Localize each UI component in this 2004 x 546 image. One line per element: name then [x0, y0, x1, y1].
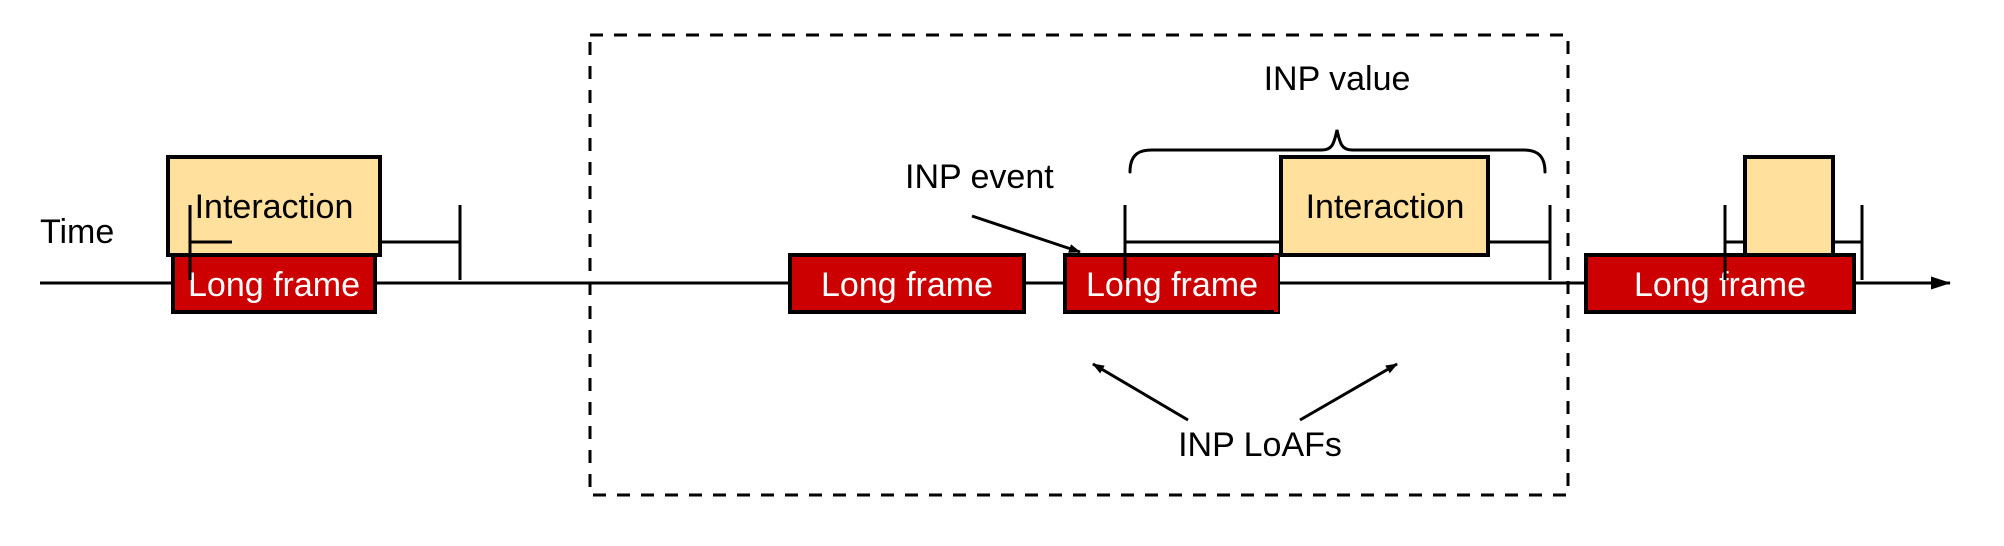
inp-event-annotation: INP event — [905, 158, 1081, 254]
interaction-box-2[interactable] — [1279, 155, 1490, 257]
inp-loafs-arrow-right — [1299, 362, 1398, 422]
inp-value-annotation: INP value — [1128, 60, 1547, 174]
frame-group-1: Long frame Interaction — [166, 155, 462, 314]
inp-value-label: INP value — [1264, 60, 1411, 98]
long-frame-box-3-extension — [1274, 255, 1278, 312]
interaction-bracket-3 — [1723, 205, 1864, 280]
frame-group-2: Long frame — [788, 253, 1026, 314]
long-frame-box-2[interactable] — [788, 253, 1026, 314]
long-frame-box-4[interactable] — [1584, 253, 1856, 314]
interaction-box-1[interactable] — [166, 155, 382, 257]
inp-loafs-label: INP LoAFs — [1178, 426, 1342, 464]
long-frame-label-3: Long frame — [1086, 266, 1258, 304]
inp-event-arrow — [971, 214, 1081, 254]
inp-loafs-arrow-left — [1092, 362, 1189, 422]
long-frame-box-1[interactable] — [171, 253, 377, 314]
long-frame-label-1: Long frame — [188, 266, 360, 304]
interaction-label-1: Interaction — [195, 188, 354, 226]
frame-group-4: Long frame — [1584, 155, 1864, 314]
interaction-bracket-2 — [1123, 205, 1552, 280]
long-frame-label-2: Long frame — [821, 266, 993, 304]
inp-loafs-annotation: INP LoAFs — [1092, 362, 1398, 464]
time-axis-label: Time — [40, 213, 114, 251]
inp-group-dashed-box — [588, 33, 1570, 497]
inp-value-brace — [1128, 129, 1547, 174]
interaction-box-3[interactable] — [1743, 155, 1835, 257]
interaction-group-2: Interaction — [1123, 155, 1552, 280]
long-frame-label-4: Long frame — [1634, 266, 1806, 304]
interaction-bracket-1 — [188, 205, 462, 280]
interaction-label-2: Interaction — [1306, 188, 1465, 226]
frame-group-3: Long frame — [1063, 253, 1280, 314]
inp-event-label: INP event — [905, 158, 1054, 196]
